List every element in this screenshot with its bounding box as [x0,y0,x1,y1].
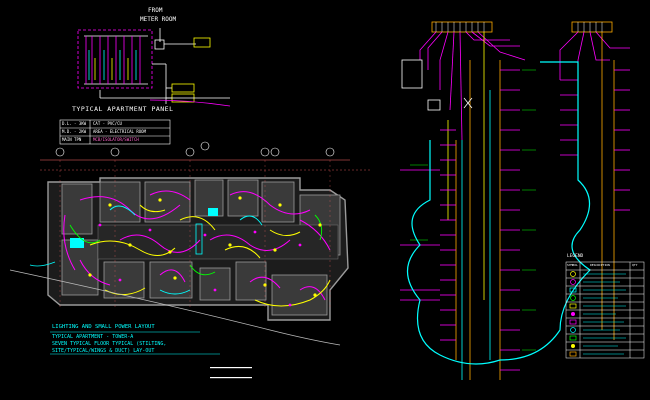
layout-title-line-1: LIGHTING AND SMALL POWER LAYOUT [52,324,155,330]
apartment-panel-riser [77,28,231,107]
info-table-cell: MAIN TPN [62,137,82,142]
from-label: FROM [148,7,163,14]
info-table-cell: D.L. - 3KW [62,121,87,126]
info-table-grid [59,119,171,145]
layout-title-line-4: SITE/TYPICAL/WINGS & DUCT) LAY-OUT [52,348,155,354]
legend-title: LEGEND [567,254,584,259]
legend-symbols [569,271,577,357]
legend-table-grid [565,261,645,359]
legend-header-symbol: SYMBOL [567,263,578,267]
legend-header-description: DESCRIPTION [590,263,610,267]
layout-title-line-3: SEVEN TYPICAL FLOOR TYPICAL (STILTING, [52,341,167,347]
page-footer-ticks [210,367,252,379]
layout-title-line-2: TYPICAL APARTMENT - TOWER-A [52,334,134,340]
legend-description-lines [583,273,626,355]
meter-room-label: METER ROOM [140,16,177,23]
legend-header-qty: QTY [632,263,638,267]
distribution-schematic [400,21,630,380]
info-table-cell: M.D. - 2KW [62,129,87,134]
info-table-cell: CAT - PVC/CU [93,121,122,126]
info-table-cell: MCB/ISOLATOR/SWITCH [93,137,139,142]
panel-title: TYPICAL APARTMENT PANEL [72,105,174,113]
layout-title-rule [50,331,220,355]
info-table-cell: AREA - ELECTRICAL ROOM [93,129,146,134]
floor-plan [9,141,370,346]
